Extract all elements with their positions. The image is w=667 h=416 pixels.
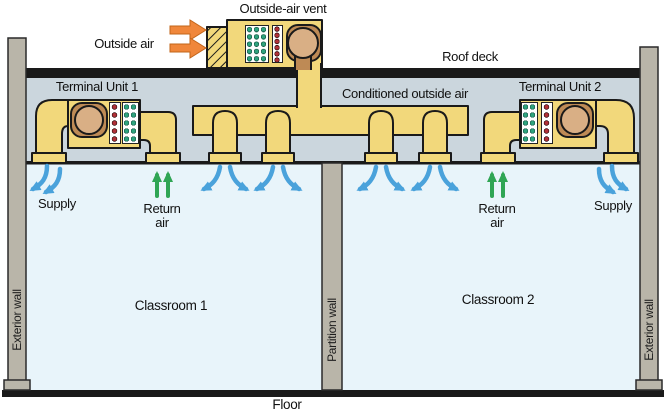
outside-air-label: Outside air xyxy=(94,36,154,51)
duct-drop-1 xyxy=(212,110,238,159)
terminal-unit-2-label: Terminal Unit 2 xyxy=(518,79,602,94)
drop-4-diffuser-flange xyxy=(418,152,452,164)
outside-air-vent-label: Outside-air vent xyxy=(239,1,327,16)
supply-label-left: Supply xyxy=(38,196,76,211)
roof-deck-slab xyxy=(26,68,641,78)
supply-arrow-icon xyxy=(609,163,630,192)
return-air-label-2b: air xyxy=(490,215,504,230)
return-air-label-2: Return xyxy=(478,201,516,216)
outside-air-arrows xyxy=(169,19,207,59)
diffuser-arrow-icon xyxy=(410,164,433,192)
classroom-2-label: Classroom 2 xyxy=(461,292,535,307)
duct-drop-3 xyxy=(368,110,394,159)
tu2-fan-wheel-icon xyxy=(560,105,590,135)
drop-1-diffuser-flange xyxy=(208,152,242,164)
exterior-wall-right-label: Exterior wall xyxy=(642,299,656,361)
duct-drop-4 xyxy=(422,110,448,159)
partition-wall-label: Partition wall xyxy=(325,298,339,362)
drop-2-diffuser-flange xyxy=(261,152,295,164)
duct-drop-2 xyxy=(265,110,291,159)
supply-arrow-icon xyxy=(29,163,50,192)
tu1-fan-wheel-icon xyxy=(74,105,104,135)
tu1-cooling-coil-panel xyxy=(122,102,139,144)
supply-air-arrows xyxy=(29,163,630,195)
classroom-1-label: Classroom 1 xyxy=(134,298,208,313)
tu2-supply-diffuser-flange xyxy=(603,152,639,164)
tu1-return-grille-flange xyxy=(145,152,181,164)
return-air-arrows xyxy=(152,171,508,198)
intake-louver-hatch xyxy=(206,26,228,69)
diffuser-arrow-icon xyxy=(280,164,303,192)
floor-label: Floor xyxy=(272,397,302,412)
vent-cooling-coil-panel xyxy=(245,25,269,63)
outside-air-arrow-icon xyxy=(169,37,207,59)
drop-3-diffuser-flange xyxy=(364,152,398,164)
exterior-wall-left-structure xyxy=(3,37,31,391)
tu1-heating-coil-panel xyxy=(109,102,121,144)
return-air-label-1b: air xyxy=(155,215,169,230)
partition-wall-structure xyxy=(321,162,343,391)
tu2-heating-coil-panel xyxy=(541,102,553,144)
vent-fan-neck xyxy=(294,56,312,70)
classroom-1-room xyxy=(26,162,322,391)
supply-label-right: Supply xyxy=(594,198,632,213)
terminal-unit-1-label: Terminal Unit 1 xyxy=(55,79,139,94)
tu1-supply-diffuser-flange xyxy=(31,152,67,164)
tu2-return-grille-flange xyxy=(480,152,516,164)
tu2-cooling-coil-panel xyxy=(521,102,538,144)
diffuser-arrow-icon xyxy=(356,164,379,192)
conditioned-outside-air-label: Conditioned outside air xyxy=(341,86,469,101)
diffuser-arrow-icon xyxy=(383,164,406,192)
supply-arrow-icon xyxy=(42,166,63,195)
vent-fan-wheel-icon xyxy=(287,27,319,59)
vent-down-duct-fill xyxy=(297,64,321,109)
vent-down-duct-sides xyxy=(296,63,322,108)
classroom-2-room xyxy=(342,162,641,391)
return-air-label-1: Return xyxy=(143,201,181,216)
roof-deck-label: Roof deck xyxy=(442,49,498,64)
diffuser-arrow-icon xyxy=(227,164,250,192)
supply-arrow-icon xyxy=(596,166,617,195)
vent-heating-coil-panel xyxy=(272,25,283,63)
floor-slab xyxy=(2,390,664,397)
diffuser-arrow-icon xyxy=(437,164,460,192)
diffuser-arrow-icon xyxy=(253,164,276,192)
outside-air-arrow-icon xyxy=(169,19,207,41)
exterior-wall-left-label: Exterior wall xyxy=(10,289,24,351)
diffuser-arrow-icon xyxy=(200,164,223,192)
exterior-wall-right-structure xyxy=(635,46,663,391)
